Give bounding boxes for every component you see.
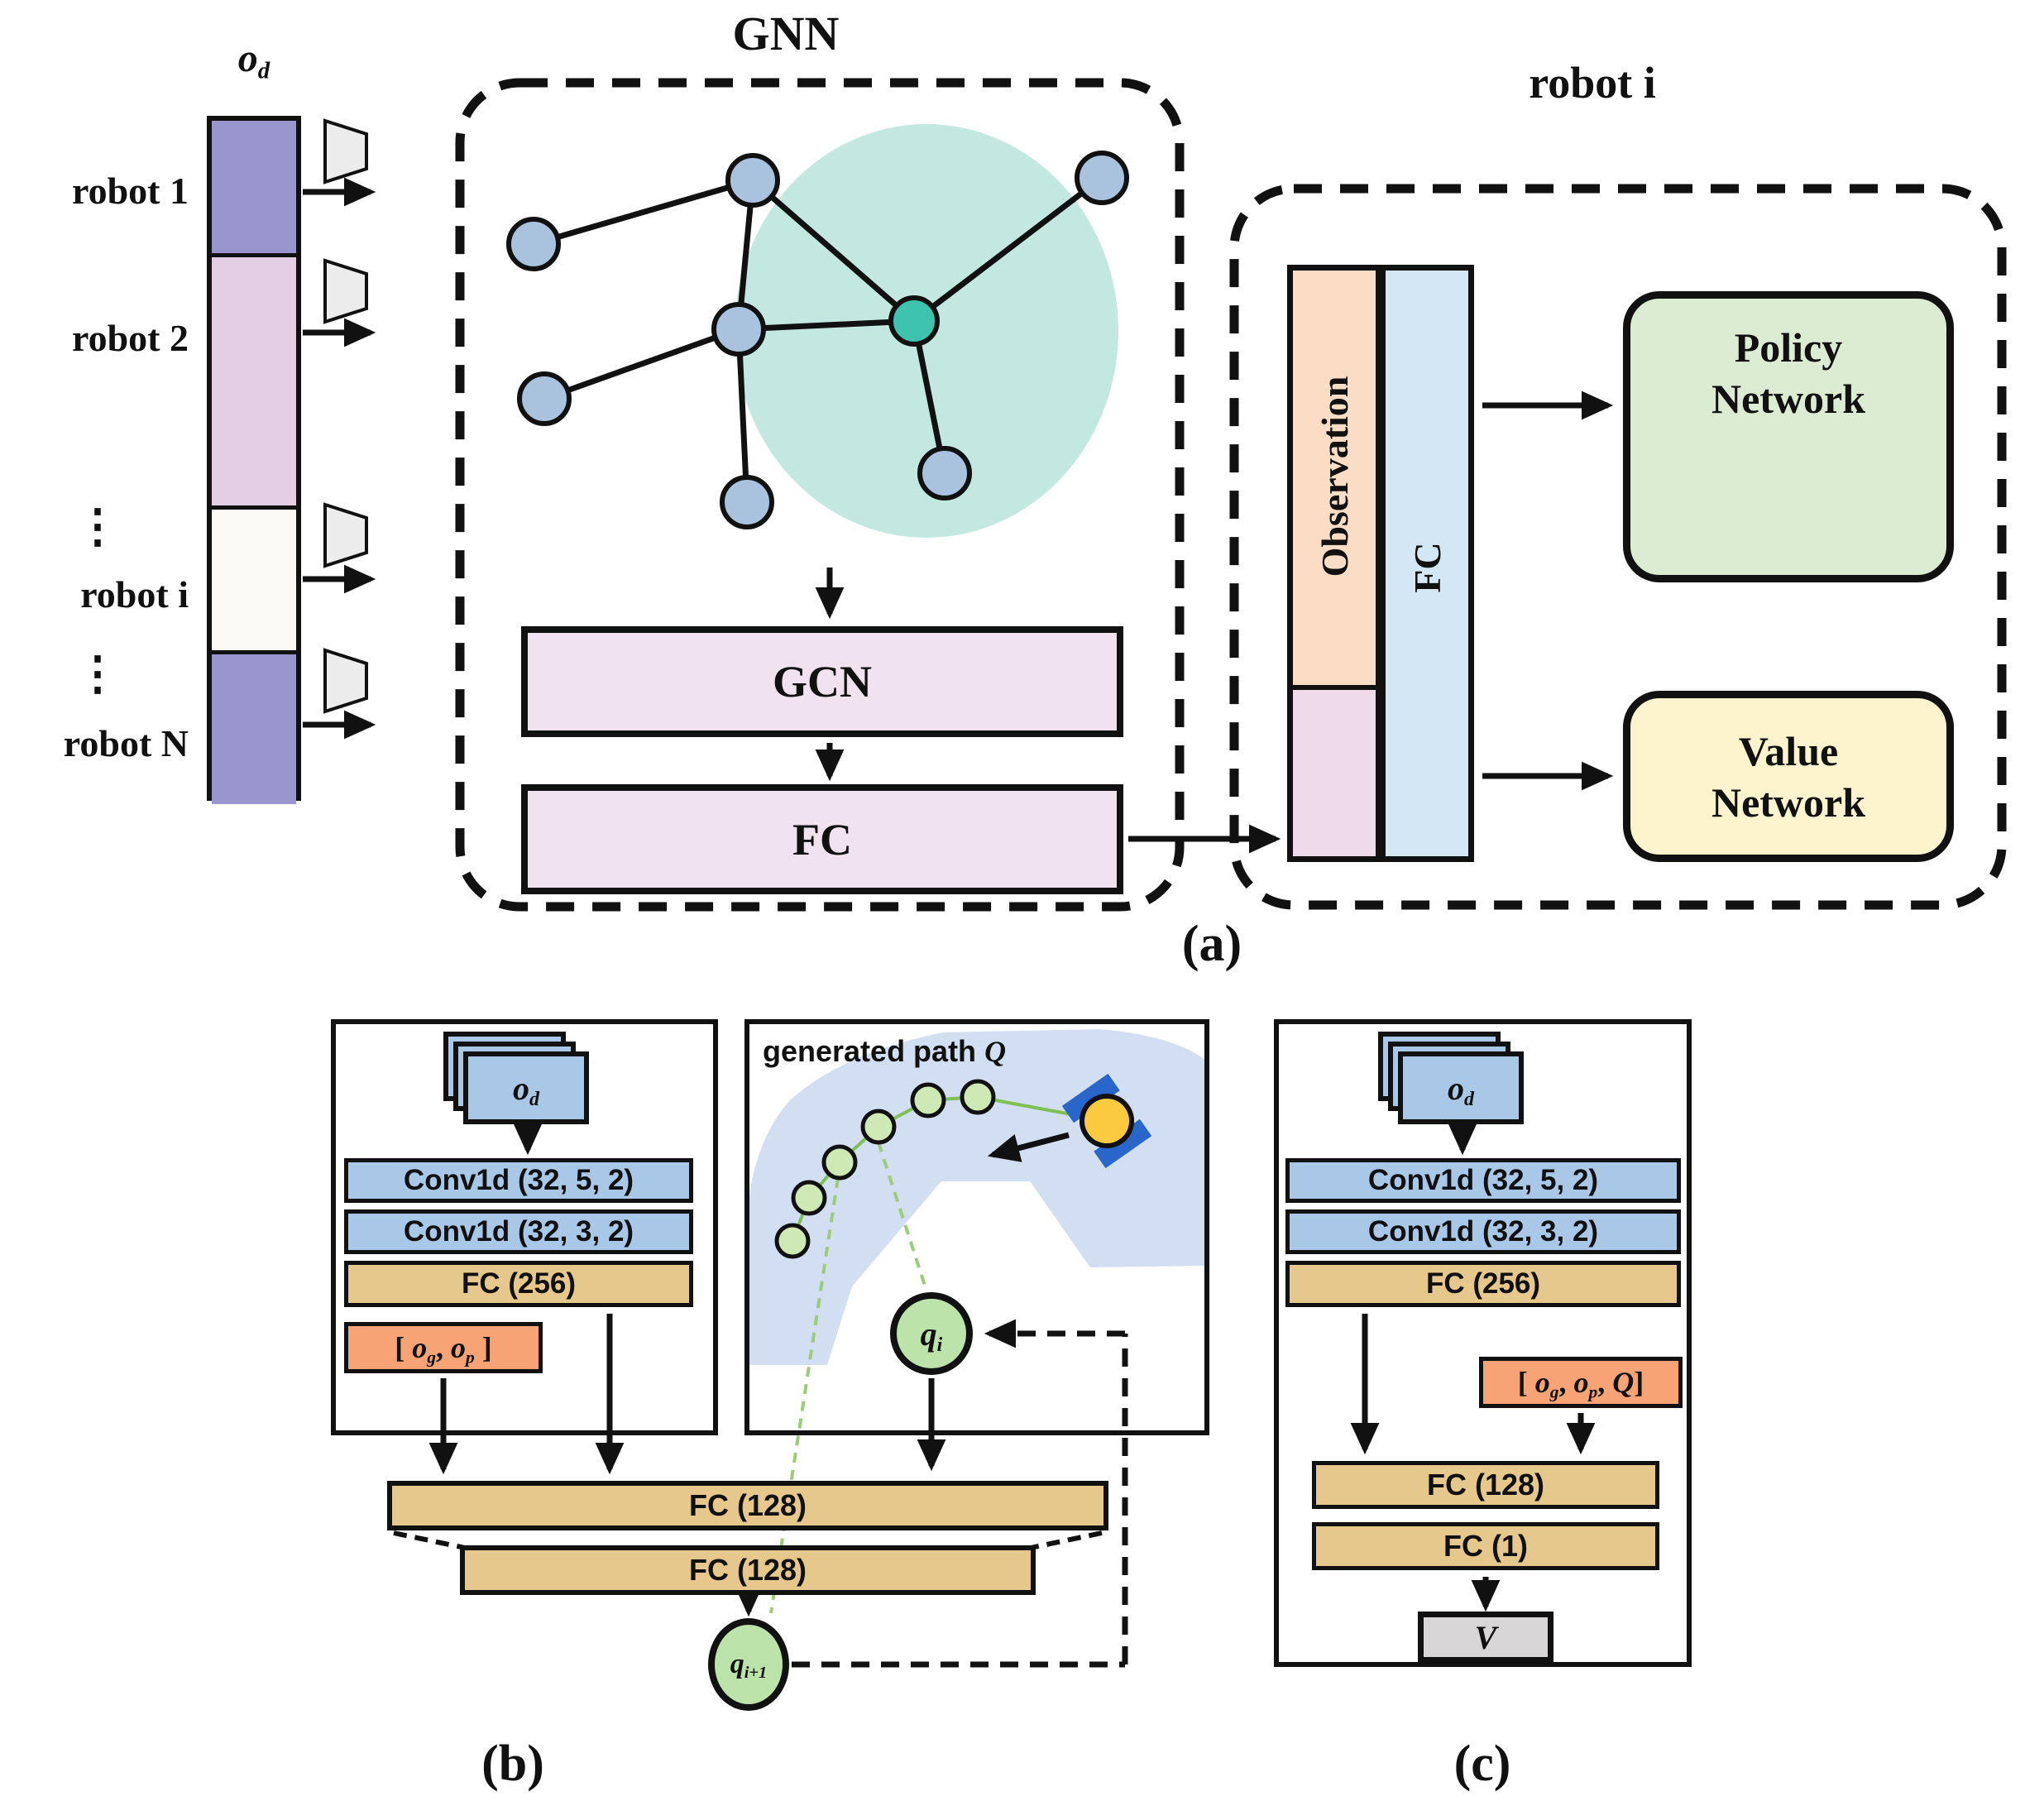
fc256-bar-b: FC (256) xyxy=(344,1261,693,1307)
gnn-title: GNN xyxy=(732,6,840,60)
fc1-bar-c: FC (1) xyxy=(1312,1522,1659,1570)
graph-node xyxy=(917,446,972,500)
robot-icon xyxy=(1061,1073,1152,1169)
robot-n-label: robot N xyxy=(63,722,189,764)
robot-block-2 xyxy=(212,257,296,510)
graph-node xyxy=(506,217,561,271)
graph-edges xyxy=(533,175,1104,503)
waypoint-node xyxy=(821,1144,858,1181)
caption-c: (c) xyxy=(1453,1735,1511,1792)
robot-block-n xyxy=(212,654,296,804)
observation-bar-peach xyxy=(1293,271,1376,690)
graph-node xyxy=(711,302,766,357)
fc128-dashed-connectors xyxy=(393,1530,1103,1550)
fc128-bar-1: FC (128) xyxy=(387,1481,1108,1530)
waypoint-node xyxy=(791,1180,827,1216)
path-waypoints xyxy=(774,1079,996,1259)
od-stack-label: od xyxy=(237,36,270,84)
waypoint-node xyxy=(860,1109,897,1145)
encoder-trapezoids xyxy=(323,118,368,714)
caption-a: (a) xyxy=(1181,915,1242,972)
gnn-dashed-box xyxy=(455,78,1185,912)
ogopq-concat-box: [ og, op, Q] xyxy=(1479,1357,1683,1408)
gnn-fc-label: FC xyxy=(792,814,852,864)
roboti-fc-bar xyxy=(1380,265,1474,862)
ellipsis-dots: ⋮ xyxy=(74,500,121,553)
robot-i-label: robot i xyxy=(80,573,189,615)
policy-branch-box xyxy=(331,1019,718,1435)
center-robot-node xyxy=(888,295,940,347)
encoder-trapezoid-icon xyxy=(323,648,368,714)
robot-input-arrows xyxy=(303,177,376,740)
robot-i-title: robot i xyxy=(1529,58,1656,108)
fc128-bar-2: FC (128) xyxy=(460,1545,1036,1595)
fc256-bar-c: FC (256) xyxy=(1285,1261,1681,1307)
waypoint-node xyxy=(774,1223,811,1259)
observation-stack xyxy=(207,116,301,804)
part-bc-arrows xyxy=(428,1123,1596,1617)
conv1-bar-c: Conv1d (32, 5, 2) xyxy=(1285,1158,1681,1203)
encoder-trapezoid-icon xyxy=(323,258,368,324)
generated-path-label: generated path Q xyxy=(763,1034,1007,1068)
conv2-bar-c: Conv1d (32, 3, 2) xyxy=(1285,1209,1681,1254)
value-output-box: V xyxy=(1418,1612,1553,1663)
observation-bar xyxy=(1287,265,1381,862)
ogop-concat-box: [ og, op ] xyxy=(344,1322,543,1373)
ellipsis-dots: ⋮ xyxy=(74,648,121,700)
od-card-front: od xyxy=(463,1051,589,1124)
roboti-fc-bar-label: FC xyxy=(1406,542,1448,593)
robot-i-dashed-box xyxy=(1229,184,2007,910)
robot-block-i xyxy=(212,510,296,654)
conv1-bar-b: Conv1d (32, 5, 2) xyxy=(344,1158,693,1203)
robot-body-icon xyxy=(1080,1094,1134,1148)
feedback-loop-dashed xyxy=(792,1319,1128,1668)
encoder-trapezoid-icon xyxy=(323,502,368,568)
conv2-bar-b: Conv1d (32, 3, 2) xyxy=(344,1209,693,1254)
gnn-fc-box: FC xyxy=(521,784,1123,894)
robot-wheel-icon xyxy=(1094,1118,1152,1169)
qi-node: qi xyxy=(890,1292,973,1375)
waypoint-node xyxy=(910,1082,946,1118)
robot-2-label: robot 2 xyxy=(72,317,189,359)
od-card-front: od xyxy=(1398,1051,1524,1124)
encoder-trapezoid-icon xyxy=(323,118,368,184)
robot-wheel-icon xyxy=(1061,1073,1120,1123)
waypoint-projection-lines xyxy=(769,1142,928,1614)
waypoint-node xyxy=(960,1079,996,1115)
robot-block-1 xyxy=(212,121,296,257)
graph-nodes xyxy=(506,151,1129,529)
caption-b: (b) xyxy=(481,1735,544,1792)
gcn-label: GCN xyxy=(773,657,872,706)
qi1-node: qi+1 xyxy=(708,1618,789,1711)
graph-node xyxy=(720,475,774,529)
observation-bar-lavender xyxy=(1293,690,1376,856)
value-branch-box xyxy=(1274,1019,1692,1667)
robot-heading-arrow xyxy=(987,1132,1070,1162)
observation-bar-label: Observation xyxy=(1314,376,1356,577)
graph-node xyxy=(725,153,780,208)
gcn-box: GCN xyxy=(521,626,1123,737)
part-a-arrows xyxy=(815,390,1614,854)
graph-node xyxy=(1075,151,1129,205)
fc128-bar-c: FC (128) xyxy=(1312,1461,1659,1509)
robot-1-label: robot 1 xyxy=(72,170,189,212)
generated-path-scene-box xyxy=(744,1019,1209,1435)
graph-node xyxy=(517,371,572,426)
